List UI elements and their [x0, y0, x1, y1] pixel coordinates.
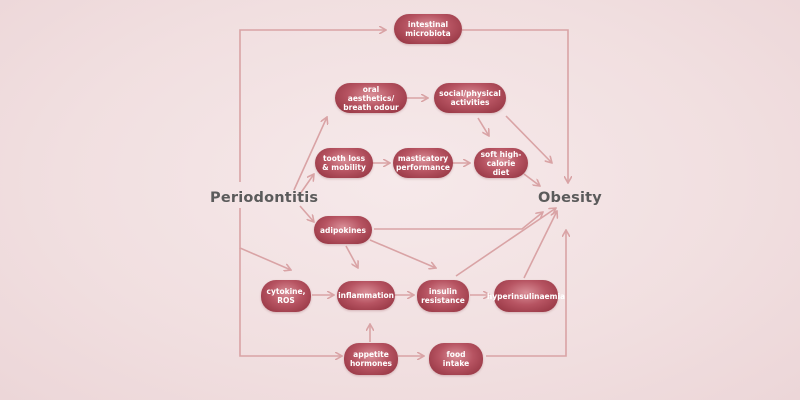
- node-insulin-resistance: insulin resistance: [417, 280, 469, 312]
- node-food-intake: food intake: [429, 343, 483, 375]
- arrow-insulin-to-obesity: [455, 208, 556, 277]
- arrow-perio-to-appetite: [239, 248, 342, 356]
- node-intestinal-microbiota: intestinal microbiota: [394, 14, 462, 44]
- node-inflammation: inflammation: [337, 281, 395, 310]
- node-cytokine: cytokine, ROS: [261, 280, 311, 312]
- arrow-perio-to-oral: [293, 117, 327, 191]
- node-hyperinsulinaemia: hyperinsulinaemia: [487, 280, 565, 312]
- node-soft-diet: soft high-calorie diet: [474, 148, 528, 178]
- arrow-perio-to-tooth: [299, 174, 314, 195]
- node-tooth-loss: tooth loss & mobility: [315, 148, 373, 178]
- arrow-adipokines-to-inflammation: [345, 245, 358, 268]
- node-appetite-hormones: appetite hormones: [344, 343, 398, 375]
- arrow-adipokines-to-insulin: [369, 239, 436, 268]
- arrow-social-to-obesity: [505, 115, 552, 163]
- arrow-microbiota-to-obesity: [462, 29, 568, 183]
- periodontitis-label: Periodontitis: [210, 190, 319, 206]
- node-masticatory: masticatory performance: [393, 148, 453, 178]
- arrow-social-to-diet: [477, 117, 489, 136]
- node-oral-aesthetics: oral aesthetics/ breath odour: [335, 83, 407, 113]
- arrow-perio-to-microbiota: [239, 30, 386, 182]
- arrow-food-to-obesity: [486, 230, 566, 357]
- arrow-hyper-to-obesity: [523, 211, 557, 279]
- arrow-diet-to-obesity: [523, 173, 540, 186]
- obesity-label: Obesity: [538, 190, 602, 206]
- arrow-perio-to-cytokine: [239, 208, 291, 270]
- arrow-adipokines-to-obesity: [374, 212, 543, 230]
- arrow-perio-to-adipokines: [299, 205, 314, 222]
- node-adipokines: adipokines: [314, 216, 372, 244]
- node-social-physical: social/physical activities: [434, 83, 506, 113]
